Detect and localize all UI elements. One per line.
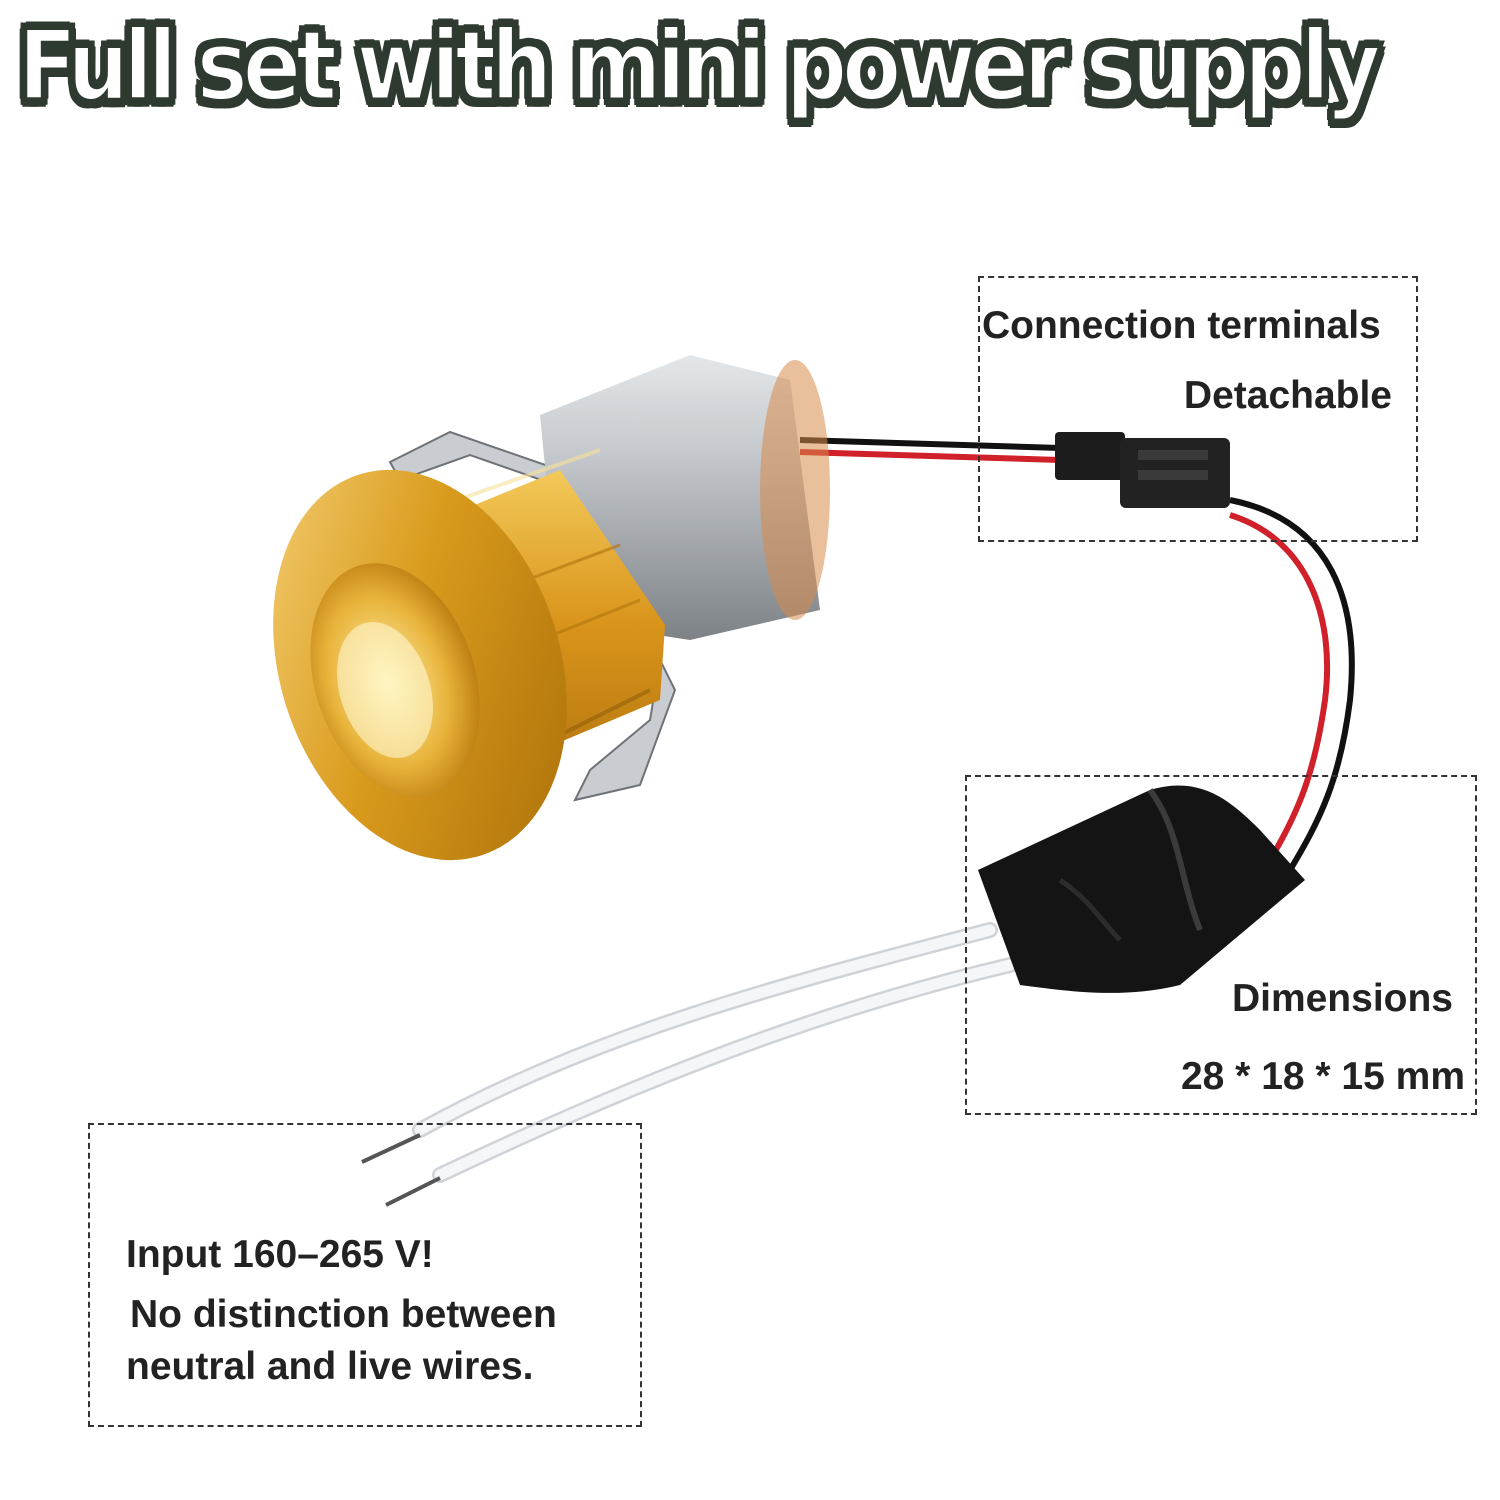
connector-plug [1055, 432, 1230, 508]
dimensions-callout: Dimensions 28 * 18 * 15 mm [965, 775, 1477, 1115]
connection-terminals-label: Connection terminals [982, 304, 1381, 347]
input-voltage-callout: Input 160–265 V! No distinction between … [88, 1123, 642, 1427]
headline-title: Full set with mini power supply [17, 10, 1383, 122]
neutral-live-label: neutral and live wires. [126, 1345, 534, 1388]
dimensions-value: 28 * 18 * 15 mm [1180, 1055, 1465, 1098]
power-supply-driver [978, 785, 1305, 993]
input-wires [361, 922, 1018, 1207]
no-distinction-label: No distinction between [130, 1293, 557, 1336]
connection-terminals-callout: Connection terminals Detachable [978, 276, 1418, 542]
output-wires [799, 437, 1355, 872]
dimensions-label: Dimensions [1231, 977, 1453, 1020]
input-voltage-label: Input 160–265 V! [126, 1233, 434, 1276]
gold-flange [273, 469, 567, 861]
detachable-label: Detachable [1183, 374, 1392, 417]
